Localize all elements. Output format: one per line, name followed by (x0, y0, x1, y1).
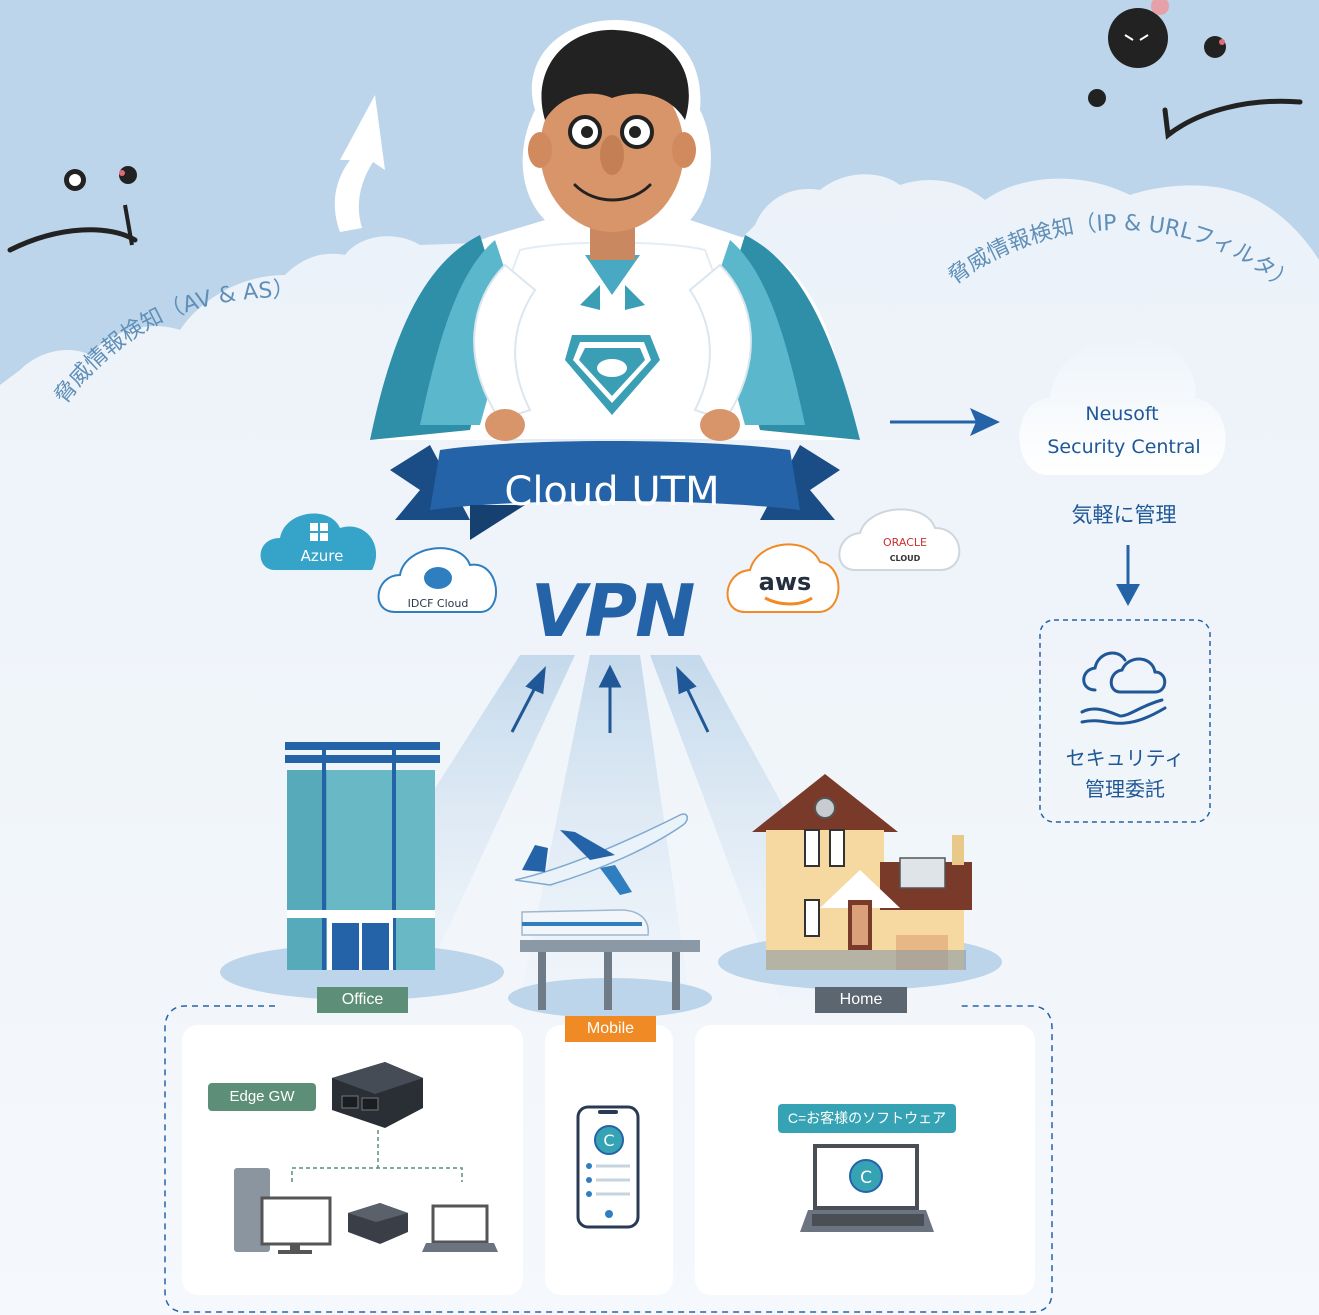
idcf-cloud-badge (377, 547, 497, 613)
home-tag: Home (815, 987, 907, 1013)
azure-cloud-badge (260, 513, 377, 570)
office-devices-card-bg (182, 1025, 523, 1295)
mobile-tag: Mobile (565, 1016, 656, 1042)
house-icon (718, 774, 1002, 990)
client-software-badge: C=お客様のソフトウェア (778, 1104, 956, 1133)
edge-gw-tag: Edge GW (208, 1083, 316, 1111)
office-tag: Office (317, 987, 408, 1013)
smartphone-icon (576, 1105, 640, 1229)
mini-gateway-icon (348, 1203, 408, 1244)
desktop-pc-icon (234, 1168, 332, 1254)
virus-icon-left (7, 166, 138, 253)
airplane-icon (514, 813, 688, 895)
network-lines (291, 1130, 463, 1182)
vpn-logo: VPN (531, 569, 694, 653)
curved-arrow-icon (334, 95, 385, 232)
down-arrow-icon (1116, 545, 1140, 606)
oracle-label-top: ORACLE (883, 536, 927, 549)
laptop-icon (422, 1204, 498, 1252)
azure-label: Azure (301, 547, 344, 565)
banner-text: Cloud UTM (504, 469, 719, 515)
office-building (220, 742, 504, 1000)
cloud-hand-icon (1080, 651, 1167, 725)
virus-icon-right (1088, 0, 1303, 140)
edge-gateway-device (332, 1062, 423, 1128)
oracle-label-bottom: CLOUD (890, 554, 921, 563)
devices-dashed-frame (164, 1005, 1053, 1313)
up-arrow-icons (510, 664, 710, 733)
cloud-utm-banner (390, 441, 840, 540)
oracle-cloud-badge (838, 508, 961, 571)
nsc-line1: Neusoft (1085, 403, 1158, 425)
phone-client-letter: C (603, 1131, 614, 1150)
nsc-line2: Security Central (1047, 436, 1200, 458)
delegation-line1: セキュリティ (1066, 746, 1185, 770)
hero-mascot (370, 20, 860, 441)
easy-manage-label: 気軽に管理 (1072, 503, 1177, 527)
laptop-client-letter: C (860, 1168, 872, 1188)
right-arrow-icon (890, 408, 1000, 436)
nsc-cloud (1019, 341, 1226, 475)
aws-cloud-badge (726, 543, 840, 613)
idcf-label: IDCF Cloud (408, 597, 469, 610)
train-bridge-icon (508, 909, 712, 1018)
delegation-line2: 管理委託 (1085, 777, 1165, 801)
aws-label: aws (759, 568, 812, 596)
home-laptop-icon (800, 1144, 934, 1232)
